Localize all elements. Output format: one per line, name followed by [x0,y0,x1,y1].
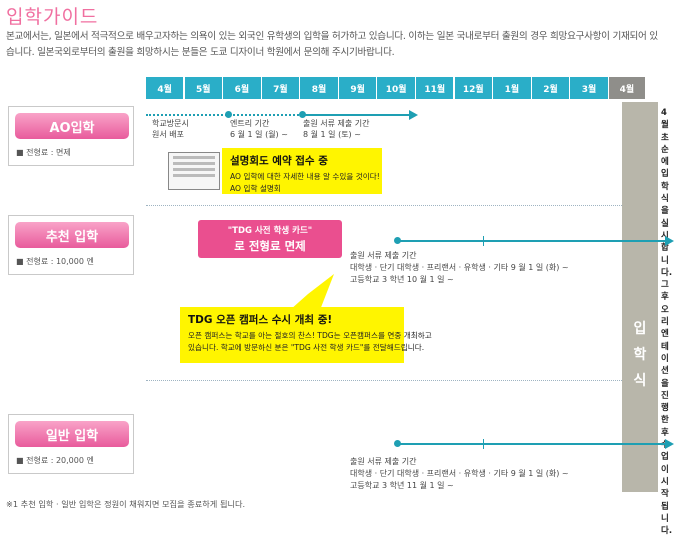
month-cell: 4월 [146,77,185,99]
callout-pointer [290,274,334,310]
row-divider [146,205,622,206]
category-ao-pill: AO입학 [15,113,129,139]
general-nov-tick [483,439,484,449]
general-arrow [397,439,674,449]
vertical-note: 4월 초순에 입학식을 실시합니다. 그 후 오리엔테이션을 진행한 후 수업이… [661,108,673,537]
month-cell: 2월 [531,77,571,99]
ao-info-box: 설명회도 예약 접수 중 AO 입학에 대한 자세한 내용 알 수있을 것이다!… [222,148,382,194]
recommend-oct-tick [483,236,484,246]
ao-arrow [302,110,418,120]
month-cell: 1월 [493,77,532,99]
category-general: 일반 입학 ■ 전형료 : 20,000 엔 [8,414,134,474]
category-recommend-fee: ■ 전형료 : 10,000 엔 [16,257,94,266]
category-general-pill: 일반 입학 [15,421,129,447]
general-submit-text: 출원 서류 제출 기간 대학생 · 단기 대학생 · 프리랜서 · 유학생 · … [350,457,569,490]
entrance-ceremony-column: 입학식 [622,102,658,492]
ao-entry-dot [225,111,232,118]
open-campus-body: 오픈 캠퍼스는 학교를 아는 절호의 찬스! TDG는 오픈캠퍼스를 연중 개최… [188,331,432,352]
month-cell: 11월 [416,77,455,99]
footnote: ※1 추천 입학 · 일반 입학은 정원이 채워지면 모집을 종료하게 됩니다. [6,499,246,509]
ao-brochure-text: 학교방문시 원서 배포 [152,119,189,139]
month-header: 4월 5월 6월 7월 8월 9월 10월 11월 12월 1월 2월 3월 4… [146,77,646,99]
month-cell: 7월 [261,77,301,99]
badge-line-1: "TDG 사전 학생 카드" [227,226,313,236]
month-cell: 9월 [338,77,378,99]
month-cell: 12월 [454,77,494,99]
recommend-arrow [397,236,674,246]
general-start-dot [394,440,401,447]
ao-info-body: AO 입학에 대한 자세한 내용 알 수있을 것이다! AO 입학 설명회 [230,172,380,193]
row-divider [146,380,622,381]
intro-text: 본교에서는, 일본에서 적극적으로 배우고자하는 의욕이 있는 외국인 유학생의… [6,31,658,58]
category-general-fee: ■ 전형료 : 20,000 엔 [16,456,94,465]
ao-dotted-line [146,114,302,116]
ao-submit-text: 출원 서류 제출 기간 8 월 1 일 (토) ~ [303,119,370,139]
category-ao-fee: ■ 전형료 : 면제 [16,148,71,157]
pre-student-card-badge: "TDG 사전 학생 카드" 로 전형료 면제 [198,220,342,258]
ao-entry-text: 엔트리 기간 6 월 1 일 (월) ~ [230,119,288,139]
month-cell: 6월 [223,77,262,99]
open-campus-head: TDG 오픈 캠퍼스 수시 개최 중! [188,314,333,326]
recommend-start-dot [394,237,401,244]
month-cell: 3월 [570,77,609,99]
category-ao: AO입학 ■ 전형료 : 면제 [8,106,134,166]
month-cell-final: 4월 [608,77,646,99]
month-cell: 8월 [300,77,339,99]
recommend-submit-text: 출원 서류 제출 기간 대학생 · 단기 대학생 · 프리랜서 · 유학생 · … [350,251,569,284]
category-recommend: 추천 입학 ■ 전형료 : 10,000 엔 [8,215,134,275]
ao-submit-dot [299,111,306,118]
open-campus-box: TDG 오픈 캠퍼스 수시 개최 중! 오픈 캠퍼스는 학교를 아는 절호의 찬… [180,307,432,363]
month-cell: 5월 [184,77,223,99]
page-title: 입학가이드 [6,6,99,28]
entrance-ceremony-label: 입학식 [633,321,647,389]
ao-info-head: 설명회도 예약 접수 중 [230,155,328,167]
month-cell: 10월 [377,77,416,99]
brochure-image [168,152,220,190]
category-recommend-pill: 추천 입학 [15,222,129,248]
badge-line-2: 로 전형료 면제 [234,239,306,253]
